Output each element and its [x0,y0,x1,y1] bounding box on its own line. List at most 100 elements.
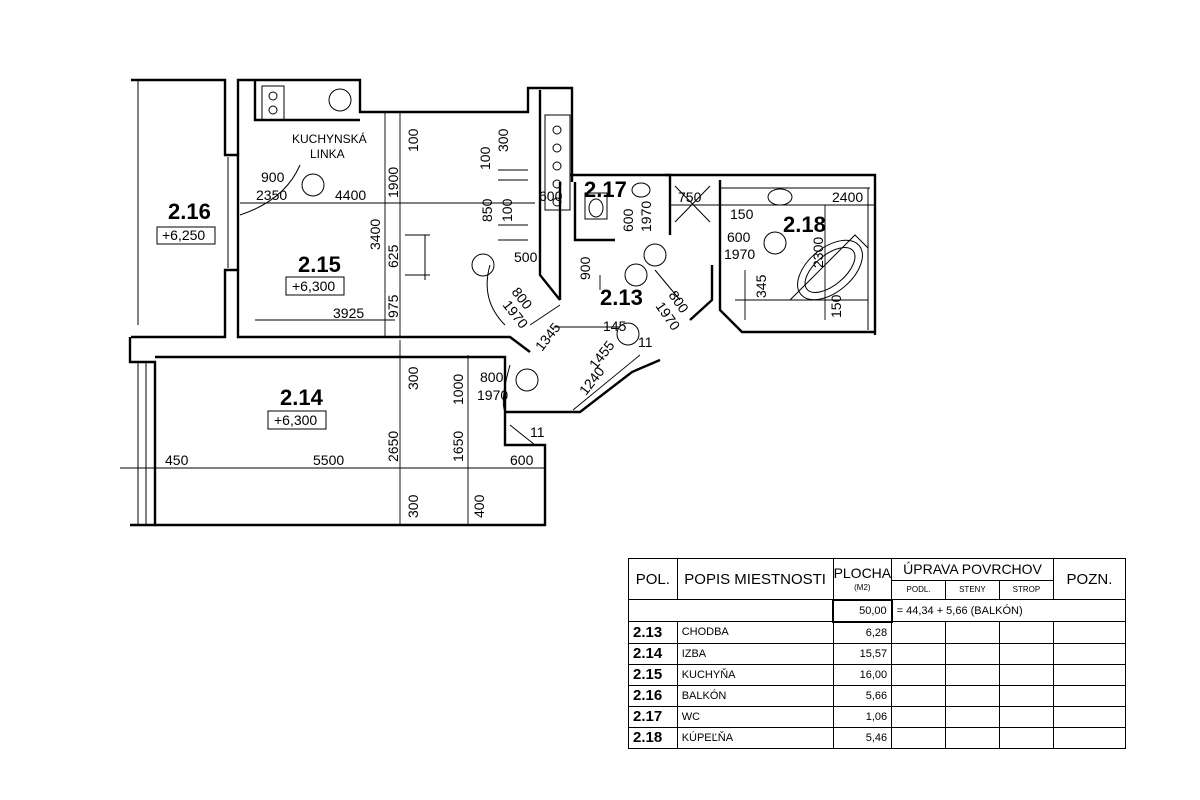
row-plocha: 1,06 [832,705,893,728]
dim-1970-wc: 1970 [638,201,654,232]
level-box-2.14 [267,410,327,430]
row-podl [891,726,946,749]
row-popis: BALKÓN [676,684,834,707]
header-plocha-unit: (M2) [854,582,871,592]
row-podl [891,663,946,686]
dim-150-a: 150 [730,206,754,222]
table-row: 2.13 CHODBA 6,28 [628,621,1127,644]
row-podl [891,705,946,728]
dim-3925: 3925 [333,305,364,321]
dimension-texts: 100 300 1900 4400 900 2350 100 850 100 6… [165,128,863,518]
dim-150-b: 150 [828,294,844,318]
dim-100-top: 100 [405,128,421,152]
dim-500: 500 [514,249,538,265]
row-steny [944,621,1000,644]
row-plocha: 5,66 [832,684,893,707]
header-steny: STENY [944,579,1000,601]
row-plocha: 6,28 [832,621,893,644]
room-legend-table: POL. POPIS MIESTNOSTI PLOCHA (M2) ÚPRAVA… [628,558,1127,749]
kitchen-label-line2: LINKA [310,147,345,161]
dim-1240: 1240 [576,363,608,398]
row-pozn [1052,684,1127,707]
dim-1900: 1900 [385,167,401,198]
total-empty [628,599,834,622]
dim-1000: 1000 [450,374,466,405]
row-podl [891,642,946,665]
walls [128,78,877,527]
row-steny [944,726,1000,749]
total-value: 50,00 [832,598,893,623]
toilet-icon [584,192,608,220]
fixtures [239,85,869,446]
dim-750: 750 [678,189,702,205]
dim-2650: 2650 [385,431,401,462]
dim-300-mid: 300 [405,366,421,390]
room-number-2.18: 2.18 [783,212,826,237]
row-pozn [1052,621,1127,644]
room-number-2.13: 2.13 [600,285,643,310]
dim-1650: 1650 [450,431,466,462]
row-pozn [1052,642,1127,665]
row-strop [998,642,1054,665]
row-podl [891,621,946,644]
dim-1345: 1345 [532,319,564,354]
row-strop [998,621,1054,644]
table-row: 2.17 WC 1,06 [628,705,1127,728]
row-plocha: 5,46 [832,726,893,749]
dim-11-b: 11 [638,334,653,350]
dim-3400: 3400 [367,219,383,250]
header-uprava: ÚPRAVA POVRCHOV [891,558,1054,581]
row-strop [998,705,1054,728]
row-pol: 2.16 [628,684,678,707]
dim-400: 400 [471,494,487,518]
dim-1970-c: 1970 [477,387,508,403]
dim-300-bottom: 300 [405,494,421,518]
sink-icon [261,85,285,121]
dim-4400: 4400 [335,187,366,203]
row-strop [998,726,1054,749]
header-pozn: POZN. [1052,558,1127,600]
washbasin-icon-2 [767,188,793,206]
dim-2300: 2300 [810,237,826,268]
room-number-2.17: 2.17 [584,177,627,202]
dim-800-c: 800 [480,369,504,385]
room-number-2.14: 2.14 [280,385,324,410]
table-row: 2.18 KÚPEĽŇA 5,46 [628,726,1127,749]
row-pol: 2.13 [628,621,678,644]
header-plocha: PLOCHA (M2) [832,558,893,600]
dim-600-wc: 600 [620,208,636,232]
header-podl: PODL. [891,579,946,601]
table-row: 2.14 IZBA 15,57 [628,642,1127,665]
header-popis: POPIS MIESTNOSTI [676,558,834,600]
dim-625: 625 [385,244,401,268]
row-strop [998,684,1054,707]
total-note: = 44,34 + 5,66 (BALKÓN) [891,599,1126,622]
dim-900-kitchen: 900 [261,169,285,185]
dim-100-b: 100 [477,146,493,170]
level-box-2.15 [285,276,345,296]
dimension-lines [120,112,875,525]
kitchen-label-line1: KUCHYNSKÁ [292,131,367,146]
row-pol: 2.17 [628,705,678,728]
washbasin-icon [631,182,651,198]
table-row: 2.15 KUCHYŇA 16,00 [628,663,1127,686]
dim-450: 450 [165,452,189,468]
header-strop: STROP [998,579,1054,601]
header-plocha-title: PLOCHA [833,564,892,581]
row-steny [944,684,1000,707]
row-popis: CHODBA [676,621,834,644]
row-pol: 2.18 [628,726,678,749]
row-pozn [1052,705,1127,728]
room-number-2.15: 2.15 [298,252,341,277]
dim-1455: 1455 [586,337,618,372]
row-popis: IZBA [676,642,834,665]
dim-975: 975 [385,294,401,318]
row-pol: 2.15 [628,663,678,686]
dim-600-d: 600 [510,452,534,468]
dim-300-top: 300 [495,128,511,152]
room-level-2.15: +6,300 [292,278,335,294]
dim-11-a: 11 [530,424,545,440]
dim-900-hall: 900 [577,256,593,280]
row-pol: 2.14 [628,642,678,665]
level-box-2.16 [156,226,216,245]
